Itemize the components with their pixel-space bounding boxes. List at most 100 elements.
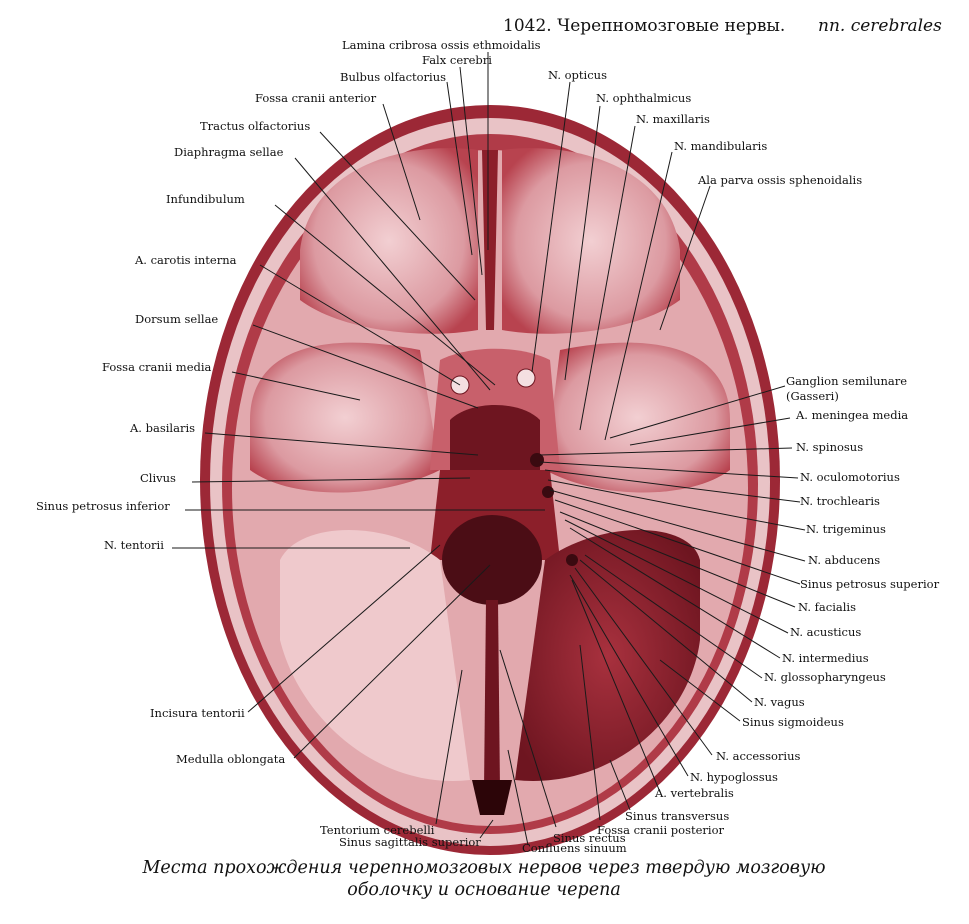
leader-diaphragma-sellae bbox=[294, 157, 491, 391]
falx-posterior bbox=[484, 600, 500, 790]
label-confluens-sinuum: Confluens sinuum bbox=[522, 841, 627, 855]
label-fossa-cranii-anterior: Fossa cranii anterior bbox=[255, 91, 377, 105]
leader-n-hypoglossus bbox=[569, 574, 689, 777]
page-header: 1042. Черепномозговые нервы. nn. cerebra… bbox=[503, 16, 942, 36]
label-dorsum-sellae: Dorsum sellae bbox=[135, 312, 218, 326]
confluens-area bbox=[472, 780, 512, 815]
leader-a-meningea-media bbox=[629, 417, 791, 446]
leader-n-spinosus bbox=[539, 447, 793, 456]
anterior-fossa-left bbox=[300, 148, 478, 334]
trigeminal-opening bbox=[542, 486, 554, 498]
leader-n-oculomotorius bbox=[539, 461, 799, 479]
jugular-opening bbox=[566, 554, 578, 566]
leader-sinus-petrosus-superior bbox=[554, 499, 801, 585]
label-fossa-cranii-media: Fossa cranii media bbox=[102, 360, 212, 374]
foramen-magnum bbox=[442, 515, 542, 605]
leader-n-abducens bbox=[549, 489, 806, 562]
label-ala-parva: Ala parva ossis sphenoidalis bbox=[697, 173, 862, 187]
label-sinus-sigmoideus: Sinus sigmoideus bbox=[742, 715, 844, 729]
label-sinus-petrosus-superior: Sinus petrosus superior bbox=[800, 577, 940, 591]
label-n-oculomotorius: N. oculomotorius bbox=[800, 470, 900, 484]
label-n-tentorii: N. tentorii bbox=[104, 538, 164, 552]
label-ganglion-semilunare-1: Ganglion semilunare bbox=[786, 374, 907, 388]
labels-left: Fossa cranii anterior Tractus olfactoriu… bbox=[36, 91, 377, 766]
label-n-mandibularis: N. mandibularis bbox=[674, 139, 767, 153]
figure-caption: Места прохождения черепномозговых нервов… bbox=[141, 858, 825, 900]
leader-n-glossopharyngeus bbox=[584, 554, 763, 679]
middle-fossa-right bbox=[545, 342, 730, 493]
label-falx-cerebri: Falx cerebri bbox=[422, 53, 492, 67]
caption-line-1: Места прохождения черепномозговых нервов… bbox=[141, 858, 825, 878]
label-incisura-tentorii: Incisura tentorii bbox=[150, 706, 245, 720]
label-diaphragma-sellae: Diaphragma sellae bbox=[174, 145, 284, 159]
label-n-intermedius: N. intermedius bbox=[782, 651, 869, 665]
caption-line-2: оболочку и основание черепа bbox=[347, 880, 621, 900]
leader-n-intermedius bbox=[569, 527, 781, 659]
label-a-basilaris: A. basilaris bbox=[129, 421, 195, 435]
crista-galli bbox=[482, 150, 498, 330]
header-latin-title: nn. cerebrales bbox=[818, 16, 942, 36]
label-lamina-cribrosa: Lamina cribrosa ossis ethmoidalis bbox=[342, 38, 541, 52]
leader-n-trochlearis bbox=[544, 469, 801, 503]
label-n-trochlearis: N. trochlearis bbox=[800, 494, 880, 508]
leader-tentorium-cerebelli bbox=[435, 669, 463, 825]
label-n-glossopharyngeus: N. glossopharyngeus bbox=[764, 670, 886, 684]
label-n-vagus: N. vagus bbox=[754, 695, 805, 709]
label-a-meningea-media: A. meningea media bbox=[795, 408, 908, 422]
leader-infundibulum bbox=[274, 204, 496, 386]
leader-clivus bbox=[191, 477, 471, 483]
label-infundibulum: Infundibulum bbox=[166, 192, 245, 206]
nerve-openings-right bbox=[530, 453, 544, 467]
label-tractus-olfactorius: Tractus olfactorius bbox=[200, 119, 310, 133]
labels-bottom: Tentorium cerebelli Sinus sagittalis sup… bbox=[320, 809, 729, 855]
leader-sinus-transversus bbox=[609, 759, 631, 811]
leader-dorsum-sellae bbox=[252, 324, 479, 409]
carotis-right-opening bbox=[516, 368, 536, 388]
label-sinus-transversus: Sinus transversus bbox=[625, 809, 729, 823]
leader-a-vertebralis bbox=[571, 579, 661, 793]
leader-n-opticus bbox=[531, 81, 571, 373]
labels-right: Ganglion semilunare (Gasseri) A. meninge… bbox=[654, 374, 940, 800]
leader-tractus-olfactorius bbox=[319, 131, 476, 301]
label-n-ophthalmicus: N. ophthalmicus bbox=[596, 91, 691, 105]
leader-sinus-sigmoideus bbox=[659, 659, 741, 722]
leader-n-acusticus bbox=[564, 519, 789, 634]
leader-medulla-oblongata bbox=[293, 564, 491, 759]
label-n-abducens: N. abducens bbox=[808, 553, 880, 567]
label-n-spinosus: N. spinosus bbox=[796, 440, 863, 454]
leader-ala-parva bbox=[659, 185, 711, 331]
label-bulbus-olfactorius: Bulbus olfactorius bbox=[340, 70, 446, 84]
leader-fossa-cranii-media bbox=[231, 371, 361, 401]
header-number-title: 1042. Черепномозговые нервы. bbox=[503, 16, 785, 36]
leader-n-vagus bbox=[579, 559, 753, 703]
label-sinus-petrosus-inferior: Sinus petrosus inferior bbox=[36, 499, 170, 513]
label-medulla-oblongata: Medulla oblongata bbox=[176, 752, 285, 766]
tentorium-left bbox=[280, 530, 470, 781]
leader-n-facialis bbox=[559, 511, 796, 608]
label-n-maxillaris: N. maxillaris bbox=[636, 112, 710, 126]
label-fossa-cranii-posterior: Fossa cranii posterior bbox=[597, 823, 725, 837]
leader-n-mandibularis bbox=[604, 151, 673, 441]
label-sinus-sagittalis-superior: Sinus sagittalis superior bbox=[339, 835, 481, 849]
leader-n-ophthalmicus bbox=[564, 105, 601, 381]
leader-incisura-tentorii bbox=[247, 544, 441, 713]
label-n-opticus: N. opticus bbox=[548, 68, 607, 82]
sella-turcica bbox=[450, 405, 540, 470]
anterior-fossa-right bbox=[502, 148, 680, 334]
label-clivus: Clivus bbox=[140, 471, 176, 485]
middle-fossa-left bbox=[250, 342, 440, 493]
skull-illustration bbox=[200, 105, 780, 855]
label-tentorium-cerebelli: Tentorium cerebelli bbox=[320, 823, 435, 837]
label-sinus-rectus: Sinus rectus bbox=[553, 831, 626, 845]
label-n-accessorius: N. accessorius bbox=[716, 749, 800, 763]
leader-a-carotis-interna bbox=[259, 264, 461, 386]
label-n-acusticus: N. acusticus bbox=[790, 625, 861, 639]
leader-ganglion-semilunare bbox=[609, 385, 786, 439]
leader-n-trigeminus bbox=[547, 479, 806, 531]
label-n-hypoglossus: N. hypoglossus bbox=[690, 770, 778, 784]
label-n-facialis: N. facialis bbox=[798, 600, 856, 614]
label-a-carotis-interna: A. carotis interna bbox=[134, 253, 237, 267]
label-n-trigeminus: N. trigeminus bbox=[806, 522, 886, 536]
leader-a-basilaris bbox=[204, 432, 479, 456]
